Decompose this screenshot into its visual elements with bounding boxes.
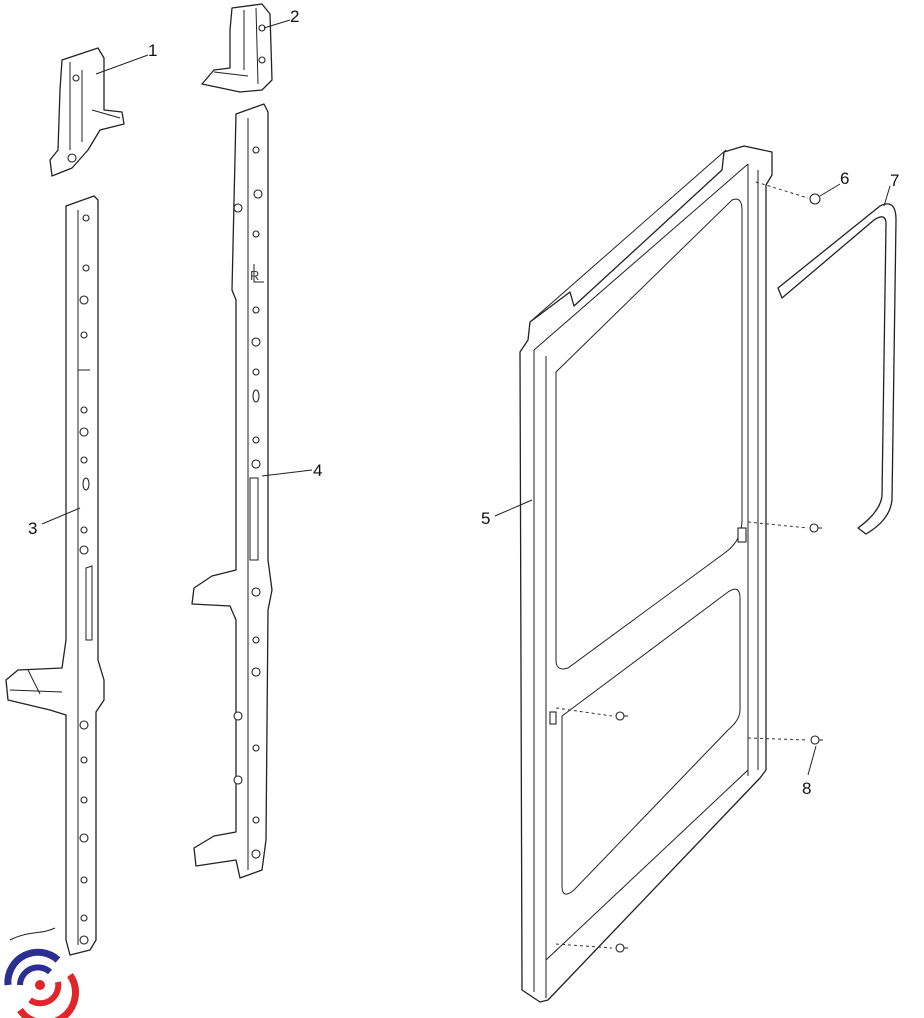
callout-6: 6	[840, 169, 849, 188]
part-3-left-rail	[5, 195, 105, 956]
part-2-bracket	[201, 3, 273, 93]
part-8-screw	[810, 735, 823, 745]
callout-3: 3	[28, 519, 37, 538]
part-5-frame	[519, 145, 773, 1003]
fasteners	[555, 181, 823, 953]
part-6-plug	[809, 193, 821, 205]
part-4-right-rail	[191, 103, 273, 879]
brand-logo	[4, 948, 80, 1018]
callout-2: 2	[290, 7, 299, 26]
screw	[809, 523, 822, 533]
screw	[615, 711, 628, 721]
callout-4: 4	[313, 461, 322, 480]
part-7-seal	[777, 203, 897, 535]
callout-5: 5	[481, 509, 490, 528]
callout-1: 1	[148, 41, 157, 60]
callout-7: 7	[890, 171, 899, 190]
screw	[615, 943, 628, 953]
rail-mark-r: R	[250, 268, 259, 283]
callout-8: 8	[802, 779, 811, 798]
part-1-bracket	[49, 47, 125, 177]
